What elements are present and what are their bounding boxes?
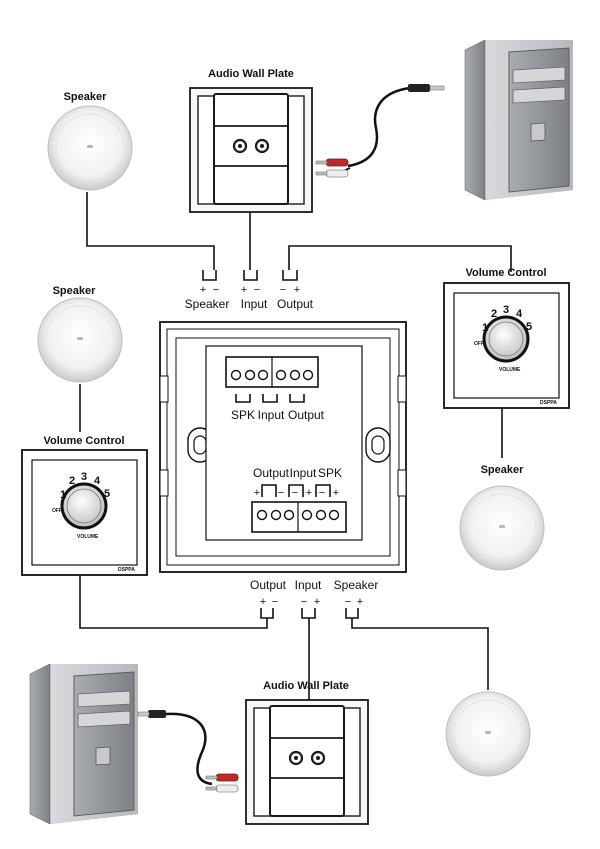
right-volume-off: OFF (474, 341, 484, 347)
right-mid-speaker (459, 485, 545, 571)
left-mid-speaker (37, 297, 123, 383)
left-volume-control-label: Volume Control (43, 435, 124, 447)
top-terminal-input-label: Input (241, 297, 268, 311)
bottom-output-minus: − (272, 596, 278, 608)
lower-output-minus: − (278, 487, 284, 499)
upper-input-label: Input (258, 408, 285, 422)
bottom-wall-plate (244, 698, 370, 826)
bottom-wall-plate-label: Audio Wall Plate (263, 680, 349, 692)
right-volume-control-label: Volume Control (465, 267, 546, 279)
central-module: SPK Input Output Output Input SPK + − − … (159, 321, 407, 573)
bottom-input-minus: − (301, 596, 307, 608)
lower-output-label: Output (253, 466, 290, 480)
bottom-terminal-output-label: Output (250, 578, 287, 592)
top-speaker-plus: + (200, 284, 206, 296)
left-volume-off: OFF (52, 508, 62, 514)
top-right-pc (464, 39, 574, 201)
bottom-speaker-minus: − (345, 596, 351, 608)
top-wall-plate-label: Audio Wall Plate (208, 68, 294, 80)
bottom-speaker-plus: + (357, 596, 363, 608)
left-volume-brand: DSPPA (118, 567, 135, 573)
right-volume-mark-1: 1 (482, 322, 488, 334)
top-output-plus: + (294, 284, 300, 296)
top-left-speaker (47, 105, 133, 191)
right-volume-control: 1 2 3 4 5 OFF VOLUME DSPPA (442, 281, 571, 410)
bottom-terminals: Output Input Speaker + − − + − + (79, 575, 489, 700)
top-audio-cable (315, 84, 445, 178)
lower-output-plus: + (254, 487, 260, 499)
lower-input-minus: − (292, 487, 298, 499)
bottom-output-plus: + (260, 596, 266, 608)
lower-spk-label: SPK (318, 466, 342, 480)
lower-input-plus: + (306, 487, 312, 499)
top-input-plus: + (241, 284, 247, 296)
left-mid-speaker-label: Speaker (53, 285, 97, 297)
lower-spk-plus: + (333, 487, 339, 499)
top-terminal-output-label: Output (277, 297, 314, 311)
bottom-terminal-input-label: Input (295, 578, 322, 592)
right-volume-mark-5: 5 (526, 321, 532, 333)
right-volume-mark-4: 4 (516, 308, 523, 320)
bottom-audio-cable (137, 710, 239, 793)
top-speaker-minus: − (213, 284, 219, 296)
top-wall-plate (188, 86, 314, 214)
bottom-right-speaker (445, 691, 531, 777)
left-volume-mark-5: 5 (104, 488, 110, 500)
right-volume-brand: DSPPA (540, 400, 557, 406)
right-volume-word: VOLUME (499, 367, 521, 373)
upper-spk-label: SPK (231, 408, 255, 422)
bottom-input-plus: + (314, 596, 320, 608)
left-volume-mark-4: 4 (94, 475, 101, 487)
lower-input-label: Input (290, 466, 317, 480)
top-output-minus: − (280, 284, 286, 296)
right-volume-mark-3: 3 (503, 304, 509, 316)
left-volume-control: 1 2 3 4 5 OFF VOLUME DSPPA (20, 448, 149, 577)
bottom-terminal-speaker-label: Speaker (334, 578, 379, 592)
bottom-left-pc (29, 663, 139, 825)
lower-spk-minus: − (319, 487, 325, 499)
left-volume-mark-3: 3 (81, 471, 87, 483)
right-mid-speaker-label: Speaker (481, 464, 525, 476)
upper-output-label: Output (288, 408, 325, 422)
top-input-minus: − (254, 284, 260, 296)
left-volume-word: VOLUME (77, 534, 99, 540)
top-terminal-speaker-label: Speaker (185, 297, 230, 311)
top-terminals: + − + − − + Speaker Input Output (86, 192, 512, 311)
left-volume-mark-2: 2 (69, 475, 75, 487)
right-volume-mark-2: 2 (491, 308, 497, 320)
left-volume-mark-1: 1 (60, 489, 66, 501)
top-left-speaker-label: Speaker (64, 91, 108, 103)
